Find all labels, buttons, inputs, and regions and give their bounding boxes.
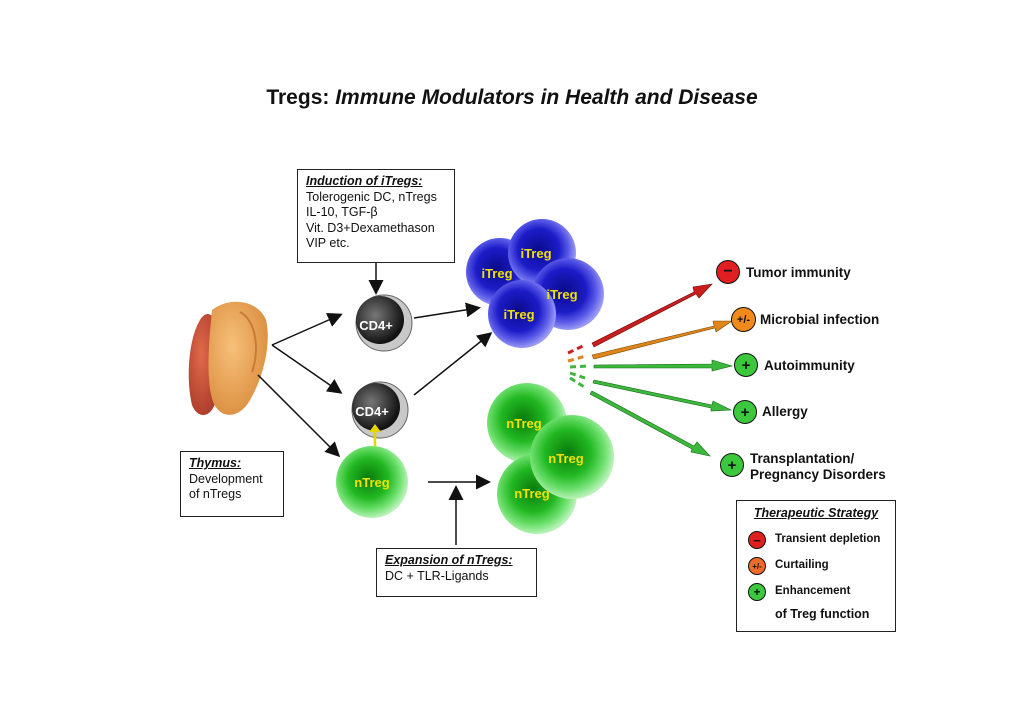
cd4-bottom-label: CD4+ [355,404,389,419]
outcome-allergy: Allergy [762,404,808,419]
plus-minus-icon: +/- [731,307,756,332]
page-title: Tregs: Immune Modulators in Health and D… [0,86,1024,110]
thymus-box: Thymus: Development of nTregs [180,451,284,517]
outcome-tumor-immunity: Tumor immunity [746,265,851,280]
arrow-cd4-to-itreg [413,302,481,319]
ntreg-cluster-label-1: nTreg [506,416,541,431]
itreg-label-1: iTreg [481,266,512,281]
itreg-label-2: iTreg [520,246,551,261]
outcome-transplantation-line-1: Transplantation/ [750,451,855,466]
title-italic: Immune Modulators in Health and Disease [335,86,758,109]
induction-line-1: Tolerogenic DC, nTregs [306,189,437,204]
arrow-to-transplantation [589,390,711,457]
ntreg-cluster-label-2: nTreg [548,451,583,466]
ntreg-cluster-cell-3 [530,415,614,499]
expansion-line-1: DC + TLR-Ligands [385,568,489,583]
legend-item-curtailing: Curtailing [775,559,829,571]
plus-minus-icon: +/- [748,557,766,575]
thymus-line-1: Development [189,471,263,486]
cd4-top-label: CD4+ [359,318,393,333]
outcome-microbial-infection: Microbial infection [760,312,880,327]
thymus-heading: Thymus: [189,456,242,470]
outcome-transplantation: Transplantation/ Pregnancy Disorders [750,451,886,483]
legend-footer: of Treg function [775,607,870,621]
induction-line-4: VIP etc. [306,236,350,250]
thymus-organ-image [188,301,268,416]
induction-box: Induction of iTregs: Tolerogenic DC, nTr… [297,169,455,263]
arrow-to-autoimmunity [593,359,734,372]
title-main: Tregs: [266,86,330,109]
ntreg-single-label: nTreg [354,475,389,490]
outcome-transplantation-line-2: Pregnancy Disorders [750,467,886,482]
cd4-cell-top: CD4+ [355,294,413,352]
thymus-line-2: of nTregs [189,487,242,501]
legend-title: Therapeutic Strategy [753,506,879,520]
ntreg-cell-single: nTreg [336,446,408,518]
outcome-arrows [567,283,734,457]
itreg-cluster: iTreg iTreg iTreg iTreg [466,219,604,348]
plus-icon: + [734,353,758,377]
outcome-autoimmunity: Autoimmunity [764,358,855,373]
arrow-thymus-to-cd4-bottom [271,344,343,394]
ntreg-cluster: nTreg nTreg nTreg [487,383,614,534]
expansion-box: Expansion of nTregs: DC + TLR-Ligands [376,548,537,597]
arrow-thymus-to-ntreg [257,374,341,458]
induction-line-3: Vit. D3+Dexamethason [306,220,435,235]
itreg-label-4: iTreg [503,307,534,322]
induction-line-2: IL-10, TGF-β [306,205,378,219]
legend-box: Therapeutic Strategy − Transient depleti… [736,500,896,632]
arrow-cd4-bottom-to-itreg [413,332,493,396]
arrow-to-allergy [592,379,733,412]
arrow-thymus-to-cd4-top [271,312,343,346]
arrow-to-tumor-immunity [591,283,713,348]
arrow-to-microbial-infection [591,320,733,360]
plus-icon: + [733,400,757,424]
legend-item-enhancement: Enhancement [775,585,851,597]
minus-icon: − [748,531,766,549]
expansion-heading: Expansion of nTregs: [385,553,513,567]
itreg-label-3: iTreg [546,287,577,302]
cd4-cell-bottom: CD4+ [351,381,409,439]
itreg-cell-4 [488,280,556,348]
plus-icon: + [720,453,744,477]
ntreg-cluster-label-3: nTreg [514,486,549,501]
induction-heading: Induction of iTregs: [306,174,423,188]
minus-icon: − [716,260,740,284]
legend-item-depletion: Transient depletion [775,533,881,545]
plus-icon: + [748,583,766,601]
